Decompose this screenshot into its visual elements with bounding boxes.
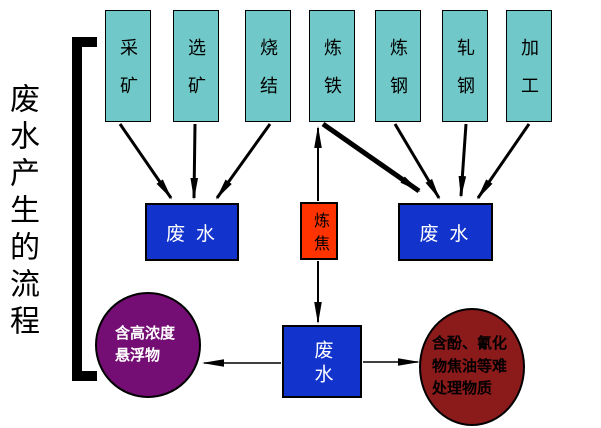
- wastewater-box-left: 废 水: [145, 203, 239, 261]
- stage-box-steelmaking: 炼钢: [375, 10, 421, 122]
- pollutant-circle-phenol-cyanide: 含酚、氰化物焦油等难处理物质: [419, 308, 525, 426]
- stage-label-ore-dressing: 选矿: [186, 38, 206, 114]
- coking-box: 炼焦: [300, 202, 338, 260]
- stage-label-processing: 加工: [519, 38, 539, 114]
- stage-label-ironmaking: 炼铁: [322, 38, 342, 114]
- page-title: 废水产生的流程: [5, 83, 38, 342]
- pollutant-label-suspended-solids: 含高浓度悬浮物: [115, 325, 176, 365]
- stage-box-processing: 加工: [506, 10, 552, 122]
- arrow-rolling-to-right-wastewater: [458, 123, 468, 198]
- stage-box-mining: 采矿: [105, 10, 151, 122]
- arrow-ore-dressing-to-left-wastewater: [190, 123, 199, 200]
- stage-label-steelmaking: 炼钢: [388, 38, 408, 114]
- arrow-mining-to-left-wastewater: [118, 123, 173, 200]
- wastewater-label-left: 废 水: [166, 223, 218, 245]
- arrow-ironmaking-to-right-wastewater: [321, 121, 421, 194]
- arrow-sintering-to-left-wastewater: [215, 123, 272, 200]
- stage-box-sintering: 烧结: [245, 10, 291, 122]
- stage-label-rolling: 轧钢: [455, 38, 475, 114]
- stage-box-rolling: 轧钢: [442, 10, 488, 122]
- stage-label-mining: 采矿: [118, 38, 138, 114]
- coking-label: 炼焦: [311, 211, 328, 258]
- left-bracket: [72, 37, 82, 381]
- wastewater-label-bottom: 废水: [311, 340, 333, 388]
- pollutant-circle-suspended-solids: 含高浓度悬浮物: [95, 292, 201, 398]
- left-bracket-bottom-serif: [72, 371, 97, 381]
- pollutant-label-phenol-cyanide: 含酚、氰化物焦油等难处理物质: [432, 336, 508, 398]
- wastewater-box-bottom: 废水: [282, 325, 362, 398]
- arrow-steelmaking-to-right-wastewater: [393, 123, 441, 200]
- stage-label-sintering: 烧结: [258, 38, 278, 114]
- left-bracket-top-serif: [72, 37, 97, 47]
- stage-box-ironmaking: 炼铁: [309, 10, 355, 122]
- wastewater-box-right: 废 水: [398, 203, 493, 261]
- stage-box-ore-dressing: 选矿: [173, 10, 219, 122]
- wastewater-label-right: 废 水: [419, 223, 472, 245]
- arrow-processing-to-right-wastewater: [476, 123, 531, 200]
